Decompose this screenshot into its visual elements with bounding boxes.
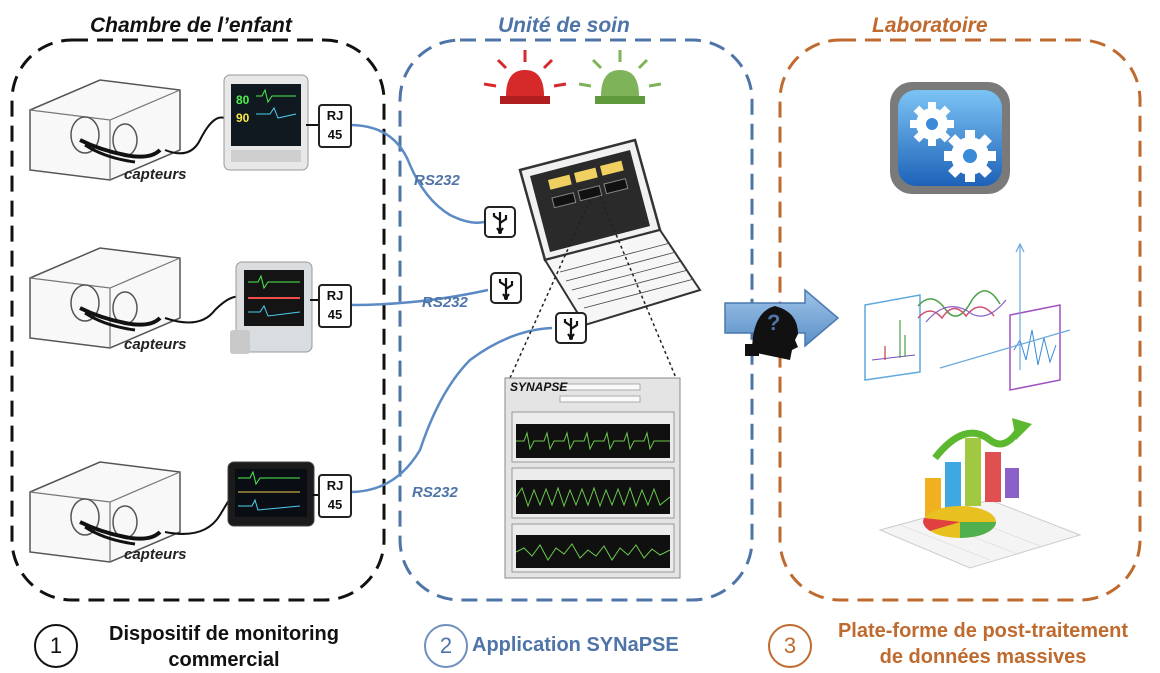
care-frame [398,38,754,602]
step-3-caption: Plate-forme de post-traitement de donnée… [818,618,1148,670]
zoom-line-left [509,199,591,379]
step-1-line1: Dispositif de monitoring [109,623,339,645]
sensors-label-3: capteurs [124,546,187,563]
rs232-cable-1 [349,123,485,224]
synapse-window [504,377,681,579]
step-3-line2: de données massives [879,646,1087,668]
green-alarm-light-icon [578,50,662,104]
step-2-caption: Application SYNaPSE [472,632,712,658]
step-number-1: 1 [34,624,78,668]
laptop-icon [518,138,702,327]
synapse-trace-2 [515,486,671,508]
usb-icon [490,272,522,304]
rs232-label-1: RS232 [414,172,460,189]
bar-pie-chart-icon [878,418,1082,569]
rj45-label-line2: 45 [327,497,343,512]
incubator-2 [28,246,182,350]
sensors-label-1: capteurs [124,166,187,183]
rs232-cable-2 [349,288,489,307]
monitor-2 [230,261,313,354]
rj45-connector-3: RJ 45 [318,474,352,518]
rs232-label-2: RS232 [422,294,468,311]
signal-analysis-icon [864,242,1071,391]
step-1-line2: commercial [168,649,280,671]
incubator-1 [29,79,181,181]
svg-text:80: 80 [236,93,250,107]
question-mark: ? [767,310,781,335]
rj45-label-line1: RJ [326,478,344,493]
sensors-label-2: capteurs [124,336,187,353]
synapse-window-title: SYNAPSE [510,380,568,394]
room-frame [10,38,386,602]
lab-section-title: Laboratoire [872,14,988,37]
rj45-label-line2: 45 [327,127,343,142]
care-unit-section-title: Unité de soin [498,14,630,37]
synapse-trace-3 [515,543,671,561]
svg-text:90: 90 [236,111,250,125]
usb-icon [555,312,587,344]
anonymous-person-icon [745,306,798,360]
step-3-line1: Plate-forme de post-traitement [837,620,1129,642]
step-1-caption: Dispositif de monitoring commercial [74,621,374,673]
monitor-1: 80 90 [223,74,309,171]
rj45-label-line1: RJ [326,288,344,303]
synapse-trace-1 [516,431,670,451]
gear-icon [890,82,1010,194]
rj45-label-line1: RJ [326,108,344,123]
monitor-3 [227,461,315,527]
red-alarm-light-icon [483,50,567,104]
rj45-connector-1: RJ 45 [318,104,352,148]
sensor-cable-1 [164,116,229,155]
lab-frame [778,38,1142,602]
rj45-label-line2: 45 [327,307,343,322]
usb-icon [484,206,516,238]
step-2-line1: Application SYNaPSE [472,634,679,656]
rs232-cable-3 [349,326,553,494]
room-section-title: Chambre de l’enfant [90,14,292,37]
step-number-2: 2 [424,624,468,668]
rs232-label-3: RS232 [412,484,458,501]
rj45-connector-2: RJ 45 [318,284,352,328]
step-number-3: 3 [768,624,812,668]
zoom-line-right [599,195,677,379]
